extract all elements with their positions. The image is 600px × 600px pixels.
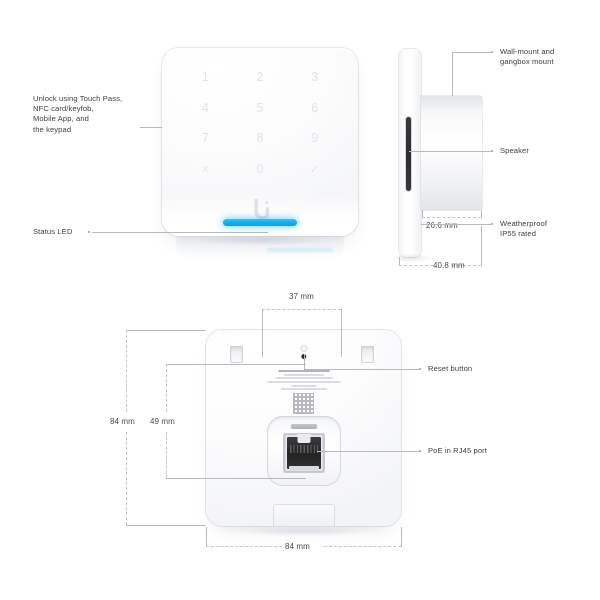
leader-dot-poe-port (419, 449, 422, 452)
keypad-key-2[interactable]: 2 (256, 70, 264, 85)
dim-49-ext-top (166, 364, 306, 365)
speaker-slot (406, 117, 411, 191)
leader-unlock-methods (140, 127, 162, 128)
rj45-pins (289, 445, 318, 453)
dim-84w-line-right (324, 546, 401, 547)
callout-poe-port: PoE in RJ45 port (428, 446, 488, 455)
leader-poe-port (317, 450, 420, 452)
leader-weatherproof (421, 224, 492, 225)
rear-view-shadow (214, 524, 394, 538)
leader-dot-wall-mount (491, 51, 494, 54)
dim-84h-line-bottom (126, 432, 127, 525)
label-line-4 (290, 384, 317, 387)
rj45-notch (297, 434, 310, 443)
dim-84h-line-top (126, 330, 127, 412)
label-line-model (277, 369, 330, 373)
dim-37-ext-right (341, 309, 342, 357)
dim-label-49mm: 49 mm (150, 417, 175, 426)
dim-49-line-bottom (166, 432, 167, 478)
side-view-mount-body (421, 96, 482, 210)
leader-wall-mount-v (452, 52, 453, 96)
keypad-key-9[interactable]: 9 (311, 131, 319, 146)
dim-label-84mm-height: 84 mm (110, 417, 135, 426)
dim-84w-ext-left (206, 527, 207, 547)
keypad-key-5[interactable]: 5 (256, 100, 264, 115)
callout-status-led: Status LED (33, 227, 73, 236)
rj45-base (288, 466, 319, 470)
dim-label-84mm-width: 84 mm (285, 542, 310, 551)
qr-code-icon (293, 393, 314, 415)
keypad-key-8[interactable]: 8 (256, 131, 264, 146)
keypad-key-4[interactable]: 4 (201, 100, 209, 115)
keypad-key-confirm[interactable]: ✓ (309, 161, 320, 176)
callout-speaker: Speaker (500, 146, 529, 155)
dim-84h-ext-bottom (126, 525, 206, 526)
dim-266-ext-left (422, 210, 423, 218)
rear-view-device (206, 330, 401, 527)
leader-reset-button-v (304, 354, 305, 369)
cable-channel-tab (272, 504, 335, 527)
dim-label-40-8mm: 40.8 mm (433, 261, 465, 270)
dim-49-line-top (166, 364, 167, 412)
dim-266-line (422, 217, 481, 218)
dim-84w-line-left (206, 546, 282, 547)
leader-status-led (92, 231, 268, 233)
leader-dot-weatherproof (491, 223, 494, 226)
leader-reset-button-h (304, 368, 420, 370)
leader-dot-reset-button (419, 367, 422, 370)
rj45-port (283, 434, 324, 472)
dim-266-ext-right (481, 210, 482, 218)
dim-408-ext-left (399, 257, 400, 266)
keypad: 1 2 3 4 5 6 7 8 9 × 0 ✓ (178, 62, 342, 184)
callout-unlock-methods: Unlock using Touch Pass, NFC card/keyfob… (33, 94, 123, 134)
keypad-key-3[interactable]: 3 (311, 70, 319, 85)
dim-49-ext-bottom (166, 478, 306, 479)
front-view-led-reflection (267, 248, 333, 252)
callout-wall-mount: Wall-mount and gangbox mount (500, 47, 555, 67)
product-spec-label (256, 366, 352, 428)
leader-wall-mount-h (452, 52, 492, 53)
mount-slot-left (230, 346, 243, 363)
port-label-tab (290, 424, 317, 429)
dim-label-37mm: 37 mm (289, 292, 314, 301)
leader-dot-status-led (88, 230, 91, 233)
dim-408-ext-right (481, 226, 482, 266)
reset-button-ring-icon (300, 345, 307, 352)
keypad-key-7[interactable]: 7 (201, 131, 209, 146)
front-view-reflection (176, 236, 344, 260)
label-line-5 (280, 388, 327, 391)
dim-408-line-right (452, 265, 481, 266)
keypad-key-6[interactable]: 6 (311, 100, 319, 115)
callout-weatherproof: Weatherproof IP55 rated (500, 219, 548, 239)
side-view-shadow (382, 252, 440, 264)
ubiquiti-logo-icon (254, 198, 270, 220)
reset-button[interactable] (300, 354, 307, 360)
status-led-bar (223, 219, 297, 226)
keypad-key-0[interactable]: 0 (256, 161, 264, 176)
leader-dot-speaker (491, 149, 494, 152)
front-view-shadow (168, 232, 352, 248)
label-line-1 (283, 373, 324, 376)
label-line-3 (266, 380, 341, 383)
front-view-device: 1 2 3 4 5 6 7 8 9 × 0 ✓ (162, 48, 358, 236)
label-line-2 (274, 377, 333, 380)
dim-label-26-6mm: 26.6 mm (426, 221, 458, 230)
mount-slot-right (361, 346, 374, 363)
dim-84h-ext-top (126, 330, 206, 331)
dim-37-ext-left (262, 309, 263, 357)
dim-408-line-left (399, 265, 433, 266)
leader-speaker (409, 150, 492, 152)
callout-reset-button: Reset button (428, 364, 473, 373)
keypad-key-cancel[interactable]: × (201, 161, 209, 176)
dim-37-line (262, 309, 341, 310)
dim-84w-ext-right (401, 527, 402, 547)
keypad-key-1[interactable]: 1 (201, 70, 209, 85)
